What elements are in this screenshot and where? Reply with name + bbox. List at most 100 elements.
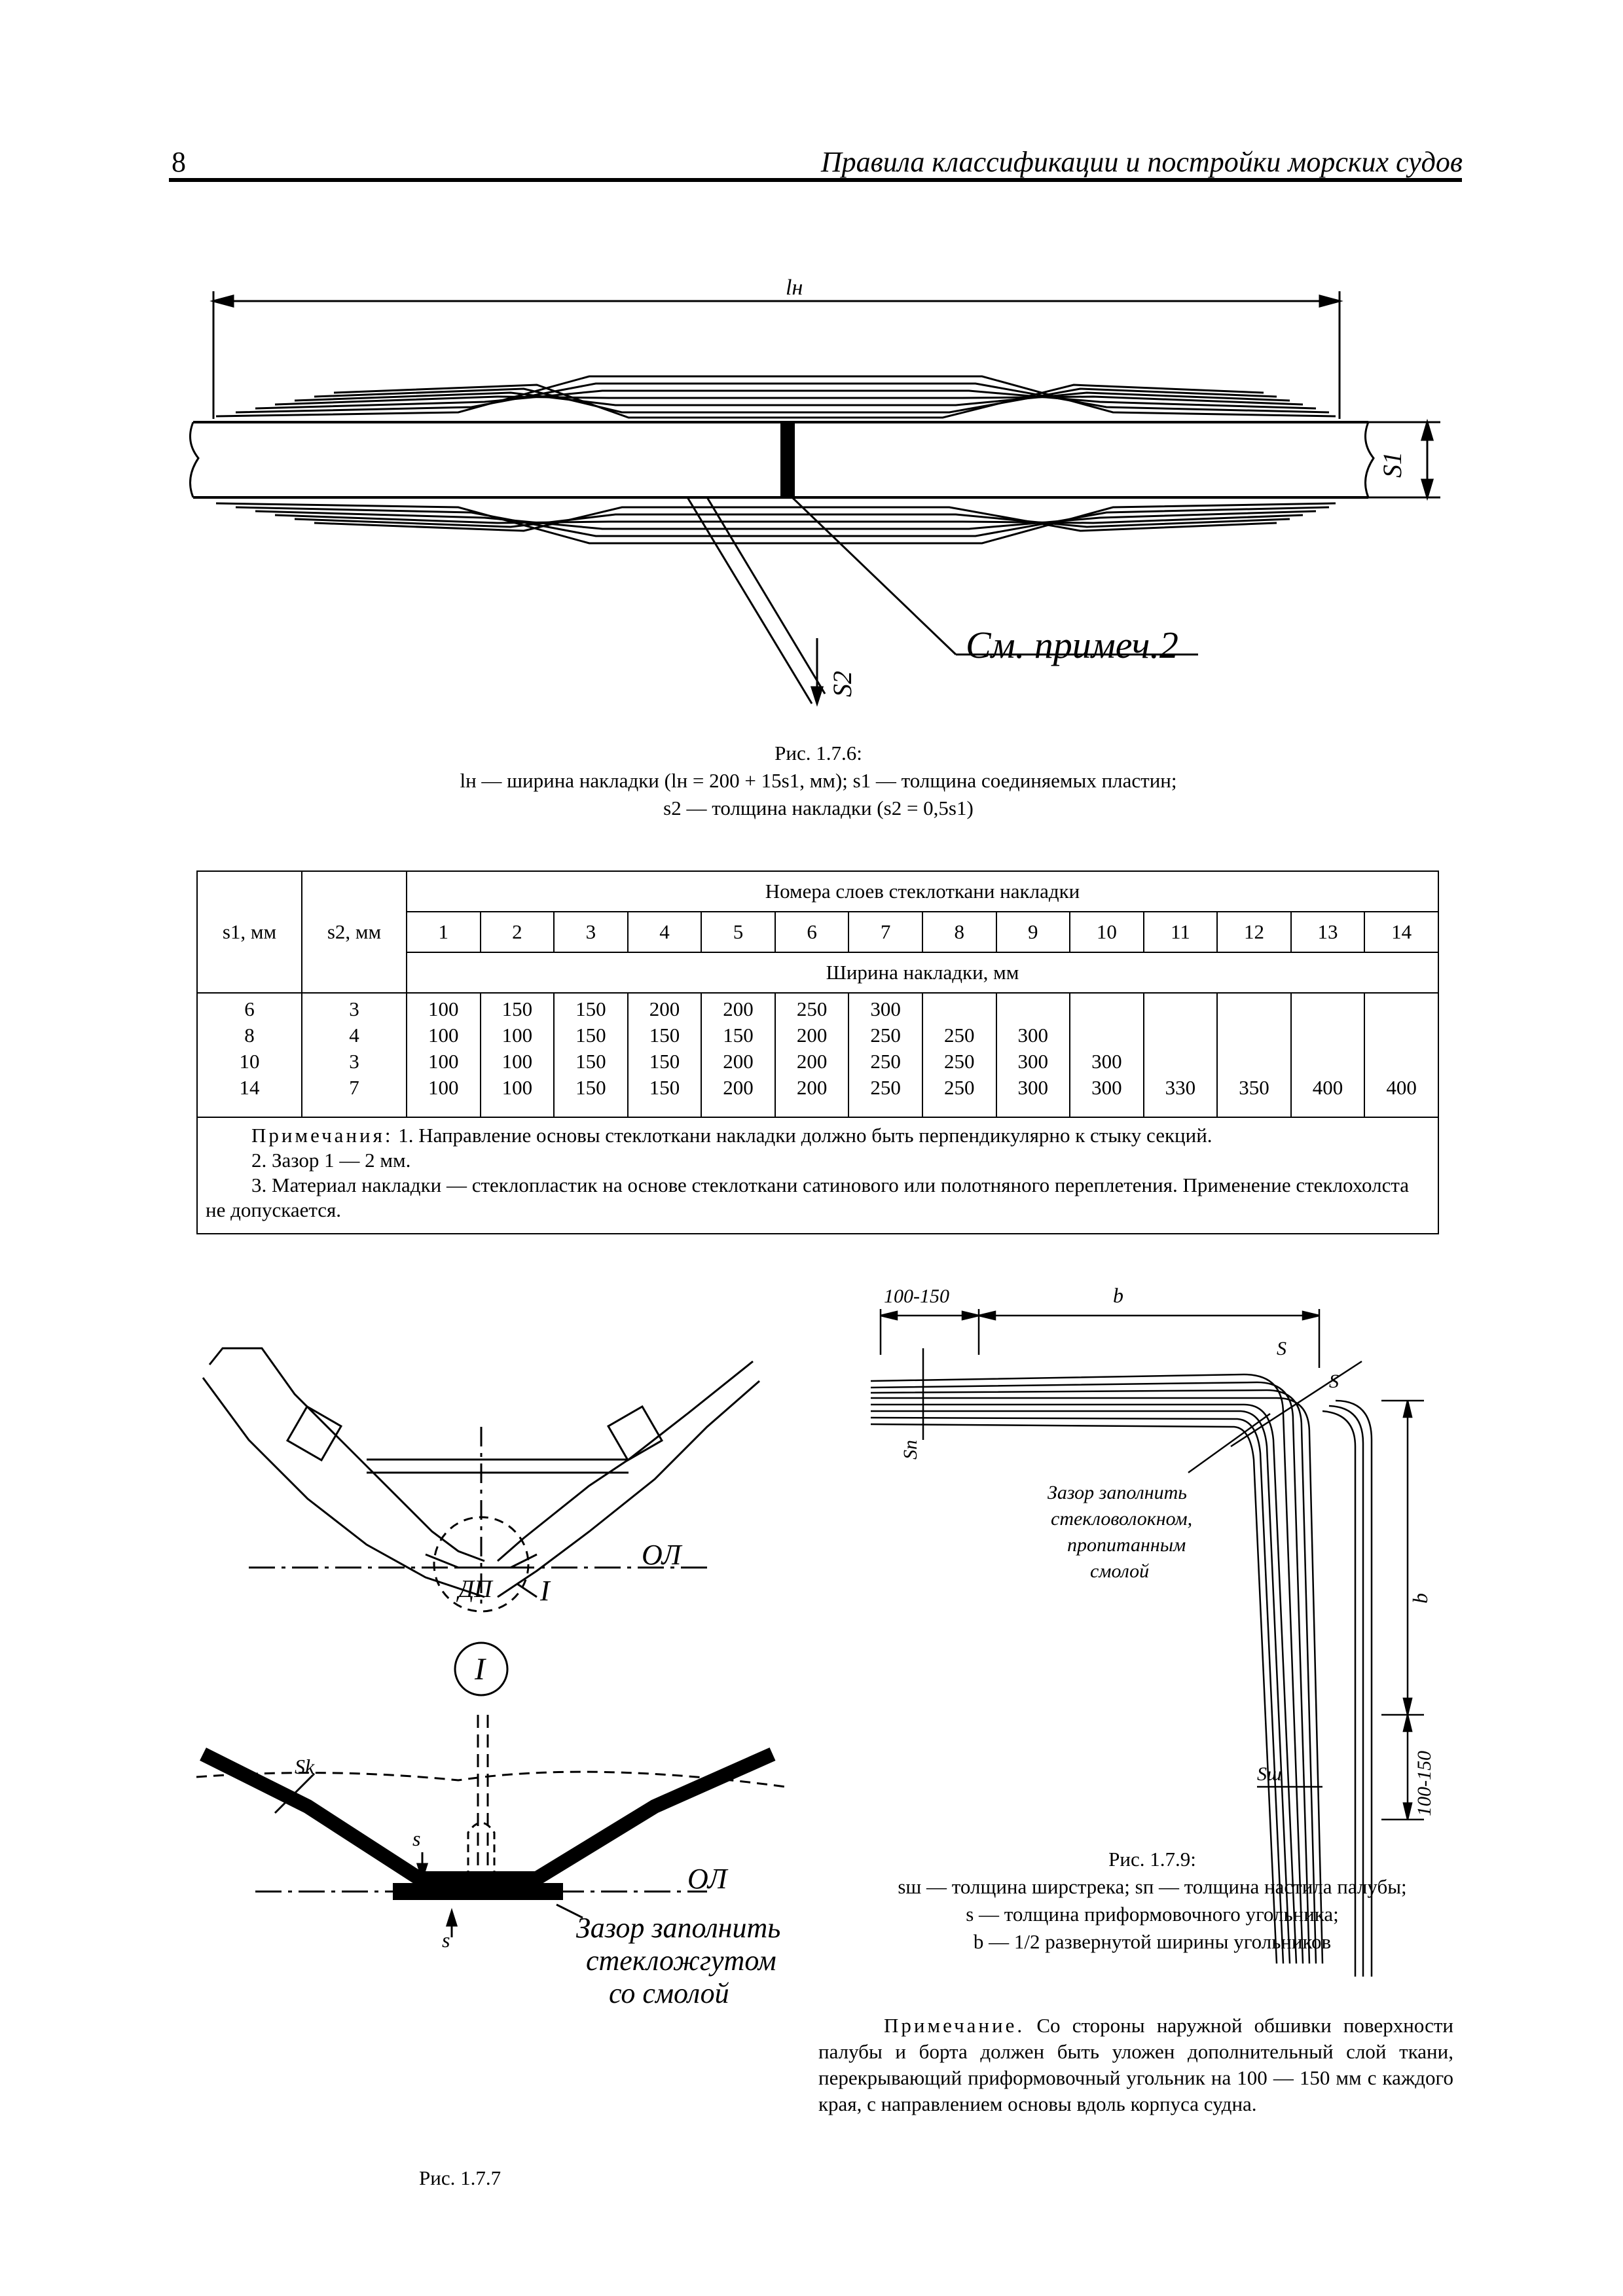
layer-number-cell: 2 <box>479 911 555 953</box>
th-s1: s1, мм <box>196 870 302 994</box>
fig7-dp: ДП <box>456 1575 494 1603</box>
layer-number-cell: 14 <box>1364 911 1439 953</box>
table-cell: 10 <box>239 1050 260 1073</box>
fig6-s1-label: S1 <box>1377 452 1407 478</box>
fig6-caption-title: Рис. 1.7.6: <box>775 742 862 764</box>
layer-number-cell: 6 <box>774 911 850 953</box>
table-cell: 150 <box>575 997 606 1020</box>
note-2: 2. Зазор 1 — 2 мм. <box>251 1149 411 1172</box>
fig9-gap-note-4: смолой <box>1090 1560 1149 1582</box>
fig9-gap-note-2: стекловолокном, <box>1051 1508 1192 1530</box>
table-cell: 7 <box>349 1076 359 1099</box>
fig6-dim-label: lн <box>786 276 803 300</box>
fig9-s-sh: Sш <box>1257 1763 1282 1785</box>
running-title: Правила классификации и постройки морски… <box>820 146 1463 178</box>
table-cell: 150 <box>501 997 533 1020</box>
table-cell: 250 <box>943 1076 975 1099</box>
table-cell: 400 <box>1312 1076 1343 1099</box>
fig6-caption-line1: lн — ширина накладки (lн = 200 + 15s1, м… <box>460 769 1177 792</box>
table-cell: 150 <box>649 1024 680 1047</box>
table-cell: 300 <box>1091 1050 1122 1073</box>
table-cell: 100 <box>428 1050 459 1073</box>
fig6-caption: Рис. 1.7.6: lн — ширина накладки (lн = 2… <box>327 740 1309 822</box>
fig7-i-label: I <box>539 1575 551 1607</box>
table-cell: 200 <box>723 1050 754 1073</box>
fig7-ol-top: ОЛ <box>642 1539 683 1571</box>
table-cell: 200 <box>649 997 680 1020</box>
fig7-gap-note-3: со смолой <box>609 1977 729 2009</box>
table-cell: 300 <box>1017 1024 1049 1047</box>
table-cell: 330 <box>1165 1076 1196 1099</box>
table-cell: 250 <box>870 1050 901 1073</box>
note-1: 1. Направление основы стеклоткани наклад… <box>398 1124 1213 1147</box>
table-cell: 4 <box>349 1024 359 1047</box>
layer-number-cell: 4 <box>627 911 702 953</box>
table-cell: 200 <box>796 1050 828 1073</box>
col-layer-12: 350 <box>1216 992 1292 1118</box>
table-cell: 150 <box>575 1076 606 1099</box>
fig9-caption-line3: b — 1/2 развернутой ширины угольников <box>973 1930 1332 1953</box>
table-cell: 100 <box>501 1024 533 1047</box>
fig9-dim-100-150-top: 100-150 <box>884 1285 949 1307</box>
layer-number-cell: 11 <box>1142 911 1218 953</box>
fig9-note: Примечание. Со стороны наружной обшивки … <box>818 2013 1453 2117</box>
table-cell: 100 <box>428 1024 459 1047</box>
table-cell: 6 <box>244 997 255 1020</box>
fig9-gap-note-1: Зазор заполнить <box>1048 1482 1187 1503</box>
fig9-caption-title: Рис. 1.7.9: <box>1108 1848 1196 1871</box>
fig9-s-b: S <box>1329 1371 1339 1392</box>
table-cell: 300 <box>1091 1076 1122 1099</box>
notes-heading: Примечания: <box>251 1124 393 1147</box>
table-cell: 400 <box>1386 1076 1417 1099</box>
fig7-gap-note-2: стекложгутом <box>586 1945 776 1977</box>
fig9-s-a: S <box>1277 1338 1286 1359</box>
table-cell: 100 <box>501 1050 533 1073</box>
table-cell: 150 <box>649 1050 680 1073</box>
layer-number-cell: 9 <box>995 911 1071 953</box>
table-cell: 250 <box>796 997 828 1020</box>
th-group: Номера слоев стеклоткани накладки <box>406 870 1439 912</box>
table-cell: 3 <box>349 997 359 1020</box>
table-cell: 100 <box>428 1076 459 1099</box>
table-cell: 14 <box>239 1076 260 1099</box>
th-s2: s2, мм <box>301 870 407 994</box>
table-cell: 300 <box>1017 1076 1049 1099</box>
col-layer-13: 400 <box>1290 992 1366 1118</box>
table-cell: 150 <box>575 1024 606 1047</box>
fig7-gap-note-1: Зазор заполнить <box>576 1912 780 1944</box>
fig6-caption-line2: s2 — толщина накладки (s2 = 0,5s1) <box>663 797 974 819</box>
figure-1-7-6: lн S1 S2 См. примеч.2 <box>189 276 1440 707</box>
layer-number-cell: 3 <box>553 911 629 953</box>
col-layer-11: 330 <box>1142 992 1218 1118</box>
fig7-s-2: s <box>442 1928 450 1952</box>
fig9-note-heading: Примечание. <box>884 2014 1025 2037</box>
table-cell: 200 <box>796 1076 828 1099</box>
header-rule <box>169 178 1462 182</box>
col-layer-9: 300 300 300 <box>995 992 1071 1118</box>
fig7-s-1: s <box>412 1827 420 1850</box>
fig9-caption: Рис. 1.7.9: sш — толщина ширстрека; sп —… <box>851 1846 1453 1956</box>
table-cell: 100 <box>501 1076 533 1099</box>
table-cell: 150 <box>649 1076 680 1099</box>
table-cell: 350 <box>1239 1076 1269 1099</box>
page-number: 8 <box>172 146 186 178</box>
fig9-note-text: Со стороны наружной обшивки поверхности … <box>818 2014 1453 2115</box>
table-cell: 250 <box>943 1050 975 1073</box>
table-cell: 300 <box>1017 1050 1049 1073</box>
layer-number-cell: 13 <box>1290 911 1366 953</box>
col-layer-4: 200 150 150 150 <box>627 992 702 1118</box>
table-cell: 300 <box>870 997 901 1020</box>
fig9-b-side: b <box>1408 1593 1432 1604</box>
